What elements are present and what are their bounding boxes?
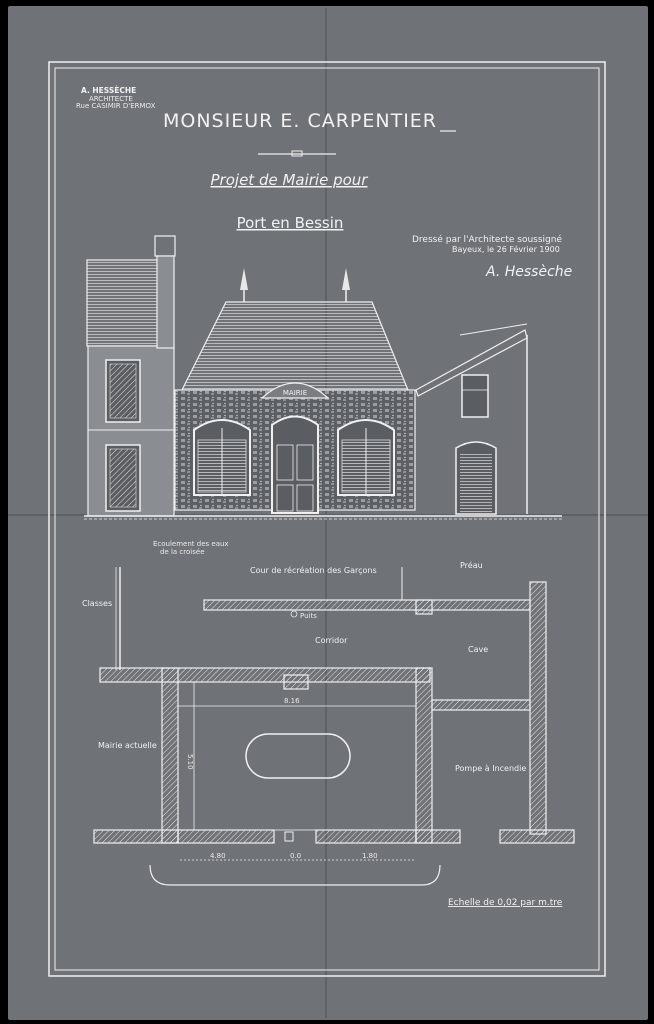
label-drainage2: de la croisée [160,548,205,556]
label-cave: Cave [468,645,488,654]
label-preau: Préau [460,560,483,570]
label-puits: Puits [300,612,317,620]
dim-height: 5.10 [186,754,194,770]
signature: A. Hessèche [485,264,572,280]
scale-label: Echelle de 0,02 par m.tre [448,898,563,908]
entrance-door [271,415,319,514]
signature-line1: Dressé par l'Architecte soussigné [412,234,562,245]
facade-elevation: MAIRIE [84,235,562,520]
outer-border [48,61,606,977]
label-courtyard: Cour de récréation des Garçons [250,565,377,575]
council-table [245,733,351,779]
dim-left: 4.80 [210,852,226,860]
dim-mid: 0.0 [290,852,301,860]
sidewalk-outline [149,864,441,886]
inner-border [54,67,600,971]
floor-plan: 8.16 5.10 4.80 0.0 1.80 [93,567,575,886]
stamp-line2: Rue CASIMIR D'ERMOX [76,102,156,110]
dim-right: 1.80 [362,852,378,860]
council-room [177,681,417,831]
facade-sign: MAIRIE [283,389,307,397]
project-title: Projet de Mairie pour [211,171,369,189]
label-corridor: Corridor [315,636,348,645]
label-drainage: Ecoulement des eaux [153,540,229,548]
stamp-name: A. HESSÈCHE [81,86,136,95]
client-title: MONSIEUR E. CARPENTIER [163,110,437,132]
well-symbol [290,610,298,618]
place-title: Port en Bessin [237,214,344,232]
label-pompe: Pompe à Incendie [455,764,526,773]
signature-line2: Bayeux, le 26 Février 1900 [452,244,560,254]
dim-width: 8.16 [284,697,300,705]
shed-window [461,374,489,418]
stamp-line1: ARCHITECTE [89,95,133,103]
architect-stamp: A. HESSÈCHE ARCHITECTE Rue CASIMIR D'ERM… [76,86,156,110]
label-classes: Classes [82,599,112,608]
label-mairie: Mairie actuelle [98,741,157,750]
